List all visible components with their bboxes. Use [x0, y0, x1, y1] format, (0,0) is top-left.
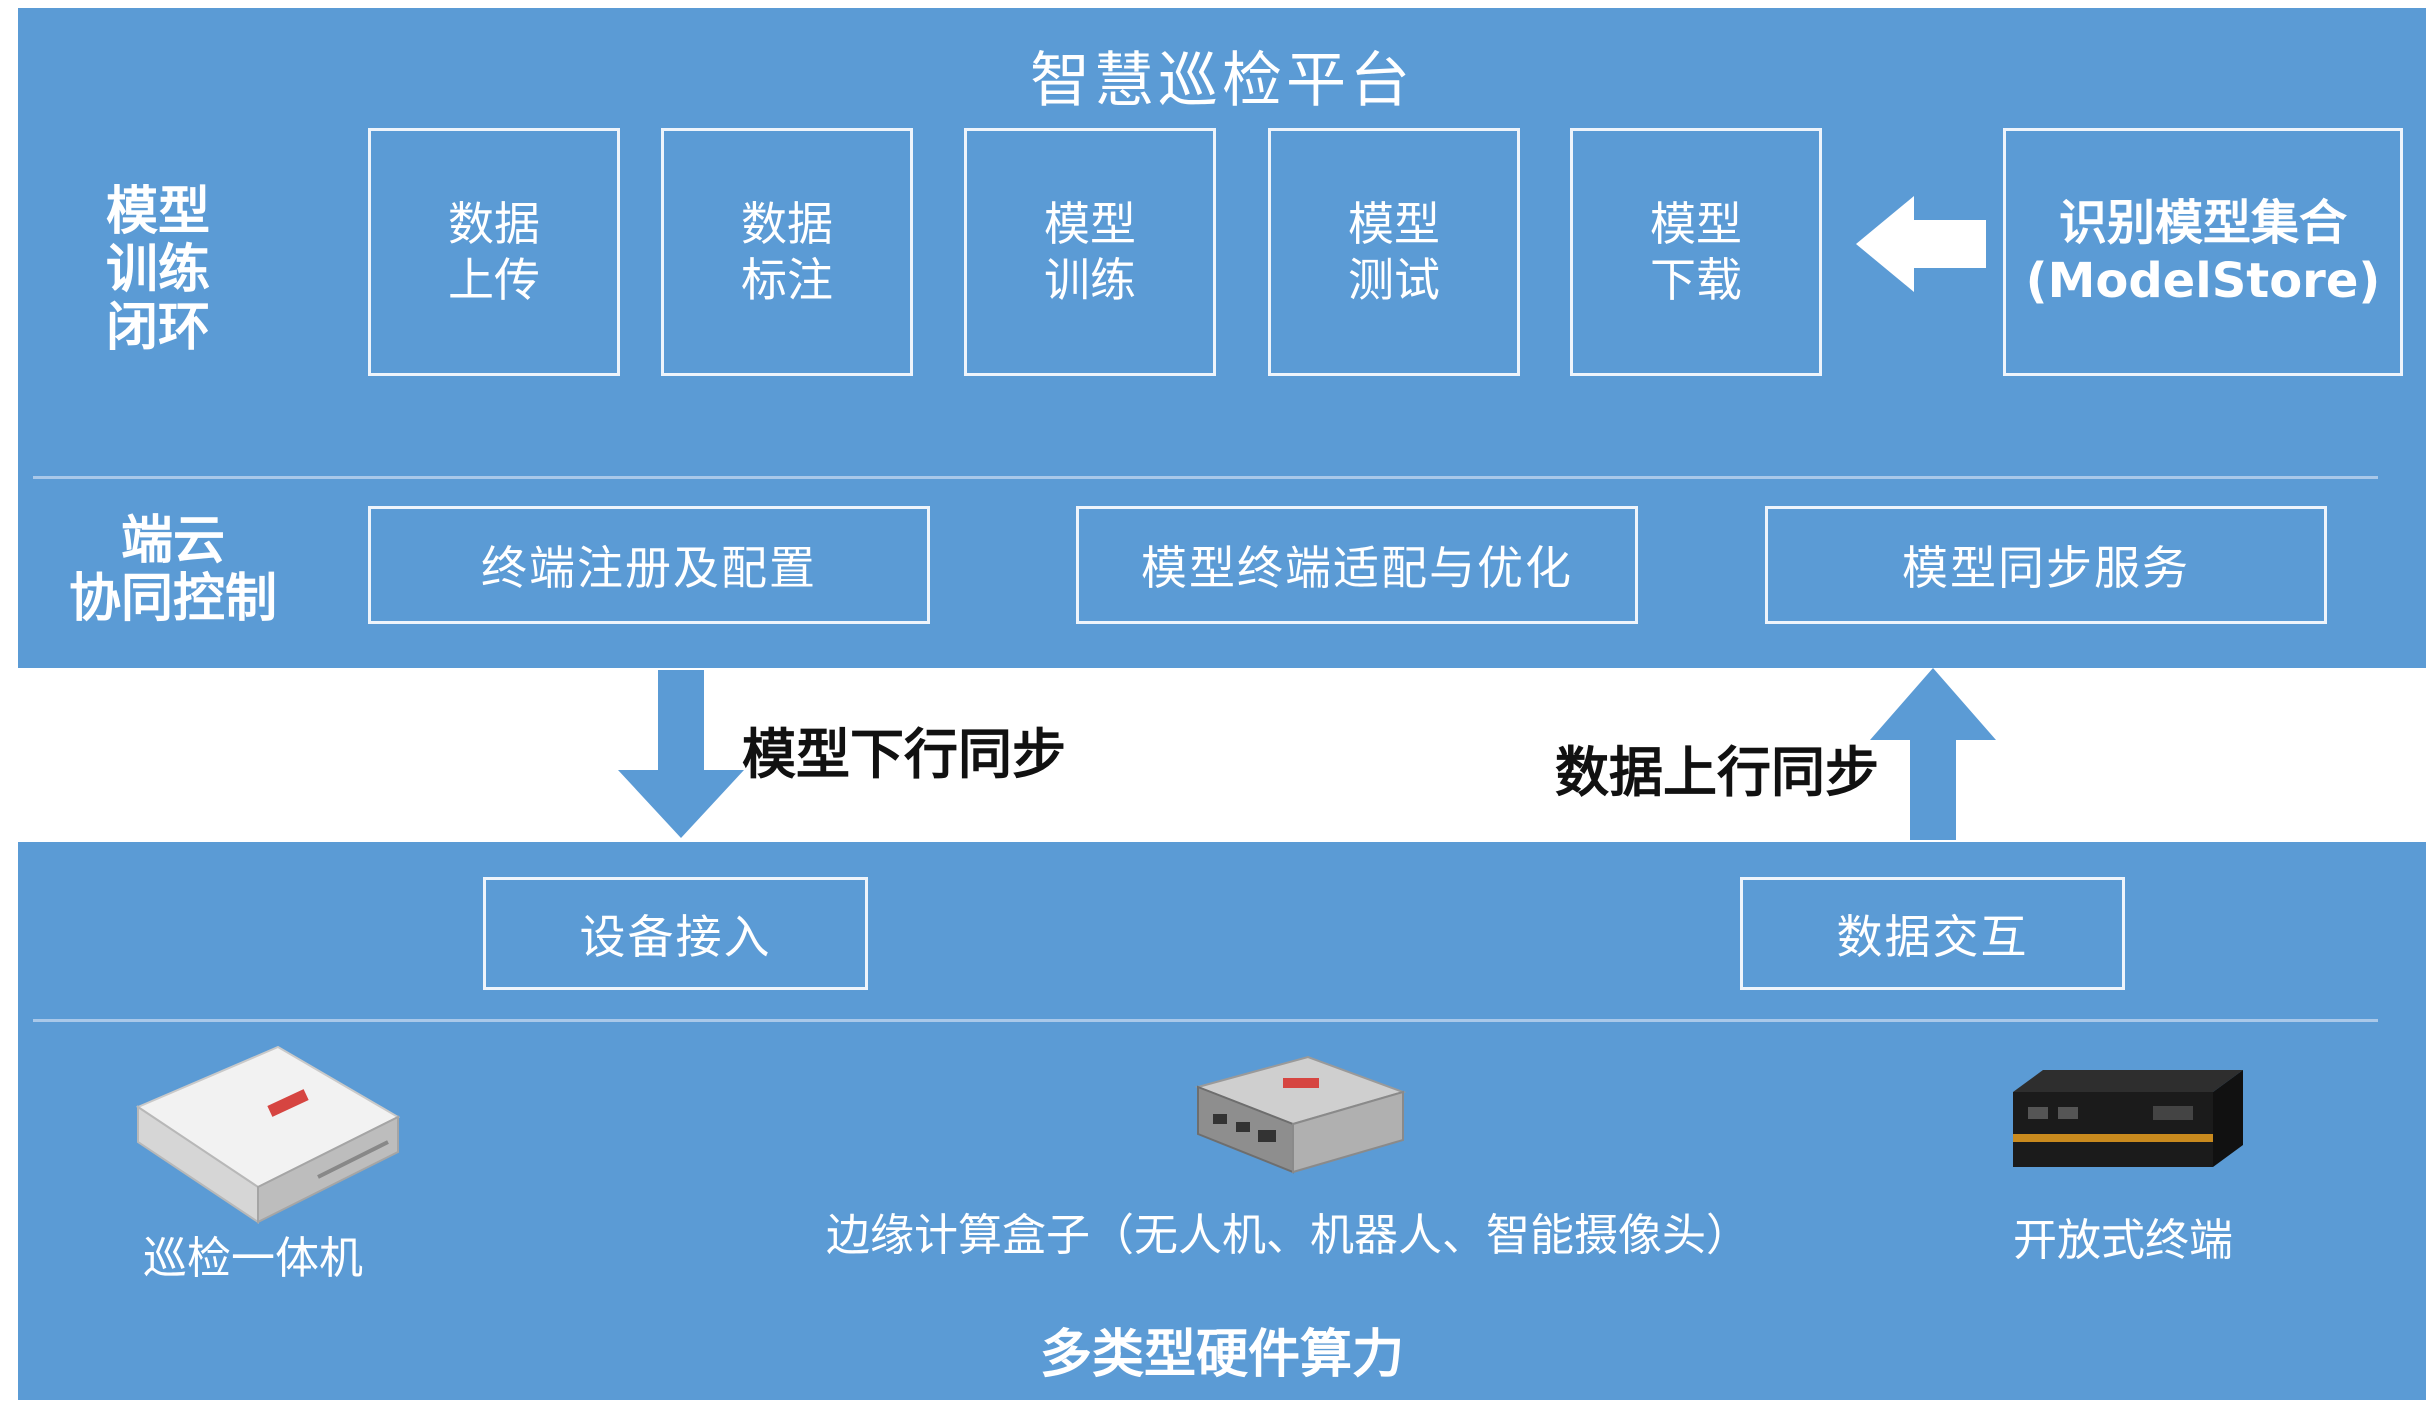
device-label-edge-box: 边缘计算盒子（无人机、机器人、智能摄像头）: [826, 1210, 1750, 1261]
up-arrow-icon: [1870, 668, 1996, 840]
hardware-panel: 设备接入 数据交互 巡检一体机 边缘计算盒子（无人机、机器人、智能摄像头） 开放…: [18, 842, 2426, 1400]
data-uplink-label: 数据上行同步: [1555, 741, 1879, 804]
stage-data-annotation[interactable]: 数据 标注: [661, 128, 913, 376]
stage-model-testing[interactable]: 模型 测试: [1268, 128, 1520, 376]
edge-box-image: [1194, 1055, 1407, 1174]
model-sync-service-box[interactable]: 模型同步服务: [1765, 506, 2327, 624]
device-label-inspection-unit: 巡检一体机: [143, 1233, 363, 1284]
left-arrow-icon: [1856, 196, 1986, 292]
stage-model-download[interactable]: 模型 下载: [1570, 128, 1822, 376]
model-downlink-label: 模型下行同步: [742, 723, 1066, 786]
device-access-box[interactable]: 设备接入: [483, 877, 868, 990]
section-divider: [33, 476, 2378, 479]
inspection-unit-image: [135, 1045, 401, 1224]
data-interaction-box[interactable]: 数据交互: [1740, 877, 2125, 990]
model-adaptation-box[interactable]: 模型终端适配与优化: [1076, 506, 1638, 624]
stage-model-training[interactable]: 模型 训练: [964, 128, 1216, 376]
device-label-open-terminal: 开放式终端: [2013, 1215, 2233, 1266]
model-store-box[interactable]: 识别模型集合 (ModelStore): [2003, 128, 2403, 376]
training-loop-label: 模型 训练 闭环: [105, 182, 210, 358]
hardware-footer-title: 多类型硬件算力: [1039, 1325, 1404, 1385]
collab-label: 端云 协同控制: [68, 511, 277, 629]
open-terminal-image: [2013, 1070, 2243, 1167]
hardware-divider: [33, 1019, 2378, 1022]
stage-data-upload[interactable]: 数据 上传: [368, 128, 620, 376]
platform-title: 智慧巡检平台: [1030, 46, 1414, 116]
down-arrow-icon: [618, 670, 744, 838]
platform-panel: 智慧巡检平台 模型 训练 闭环 数据 上传 数据 标注 模型 训练 模型 测试 …: [18, 8, 2426, 668]
terminal-registration-box[interactable]: 终端注册及配置: [368, 506, 930, 624]
